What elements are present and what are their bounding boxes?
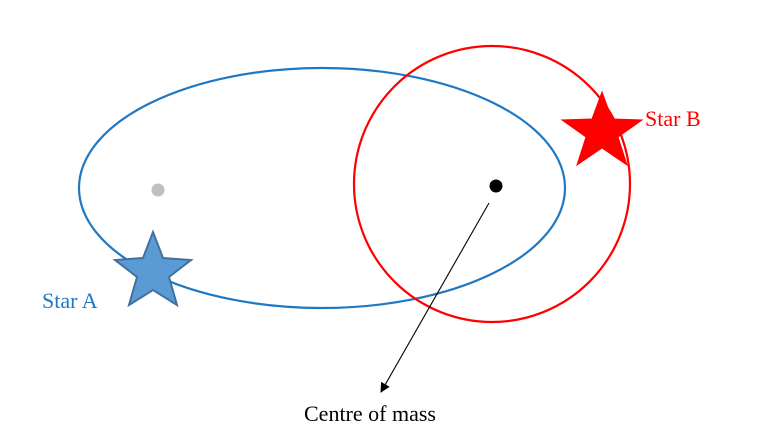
star-b-label: Star B [645, 106, 701, 131]
centre-of-mass-dot [489, 179, 503, 193]
ellipse-focus-dot [151, 183, 165, 197]
star-b-orbit [352, 44, 632, 324]
star-a-orbit [77, 66, 567, 310]
star-a-icon [112, 229, 194, 308]
star-b-icon [560, 90, 644, 167]
star-a-label: Star A [42, 288, 98, 313]
centre-of-mass-label: Centre of mass [304, 401, 436, 426]
centre-of-mass-arrow [380, 202, 490, 393]
